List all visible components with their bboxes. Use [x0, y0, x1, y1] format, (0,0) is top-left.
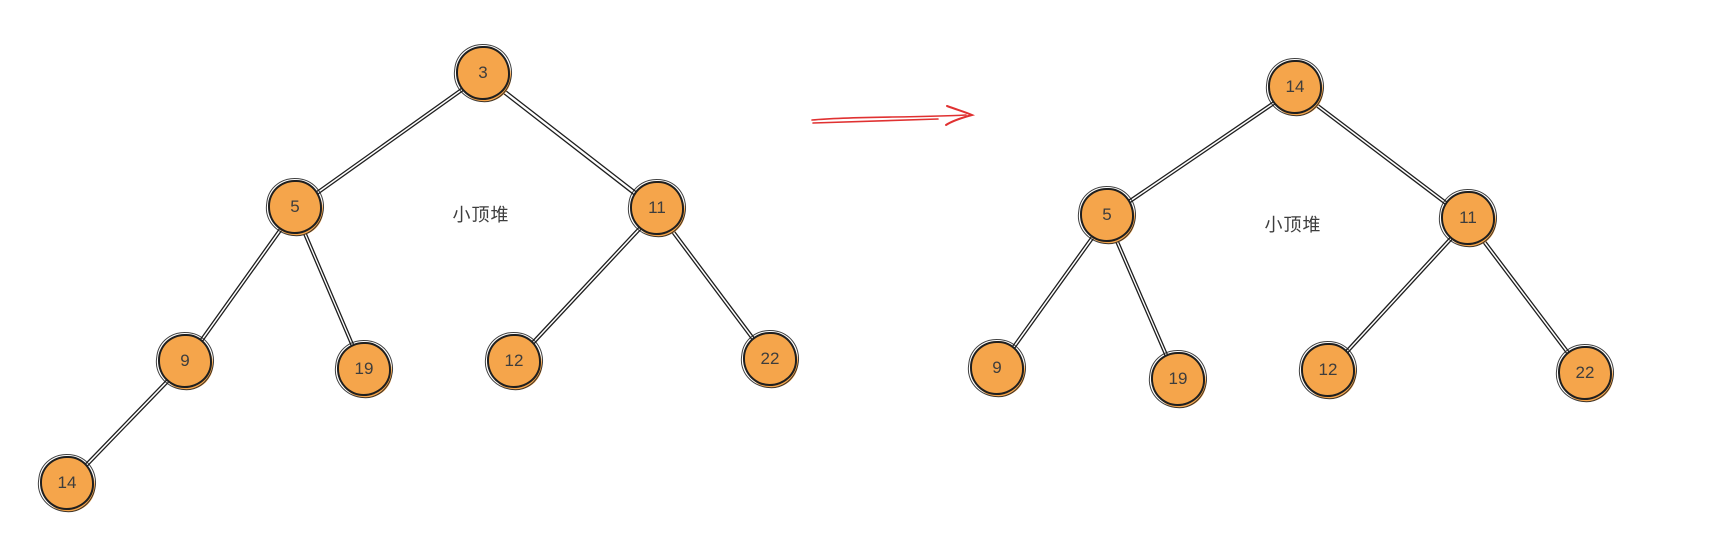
- tree-edge: [1104, 214, 1179, 382]
- tree-edge: [1106, 86, 1298, 218]
- tree-edge: [294, 72, 486, 210]
- tree-edge: [513, 207, 660, 364]
- tree-edge: [66, 360, 188, 486]
- before-node-11: 11: [630, 181, 684, 235]
- before-node-3: 3: [456, 46, 510, 100]
- tree-edge: [480, 72, 658, 212]
- before-tree-edges: [66, 72, 771, 486]
- before-node-19: 19: [337, 342, 391, 396]
- before-node-12: 12: [487, 334, 541, 388]
- arrow-shaft: [811, 114, 967, 124]
- after-node-19: 19: [1151, 352, 1205, 406]
- after-node-14: 14: [1268, 60, 1322, 114]
- tree-edge: [184, 206, 298, 364]
- after-node-22: 22: [1558, 346, 1612, 400]
- before-node-9: 9: [158, 334, 212, 388]
- after-node-5: 5: [1080, 188, 1134, 242]
- before-tree-label: 小顶堆: [452, 205, 510, 225]
- tree-edge: [654, 207, 771, 362]
- after-tree-label: 小顶堆: [1264, 215, 1322, 235]
- transform-arrow-icon: [811, 105, 976, 126]
- tree-edge: [1465, 217, 1586, 376]
- tree-edge: [996, 214, 1110, 371]
- before-node-22: 22: [743, 332, 797, 386]
- after-node-12: 12: [1301, 343, 1355, 397]
- after-node-11: 11: [1441, 191, 1495, 245]
- before-node-14: 14: [40, 456, 94, 510]
- tree-edge: [1327, 217, 1471, 373]
- tree-edge: [1292, 86, 1469, 221]
- after-tree-edges: [996, 86, 1586, 382]
- before-node-5: 5: [268, 180, 322, 234]
- arrow-head: [945, 105, 976, 126]
- after-node-9: 9: [970, 341, 1024, 395]
